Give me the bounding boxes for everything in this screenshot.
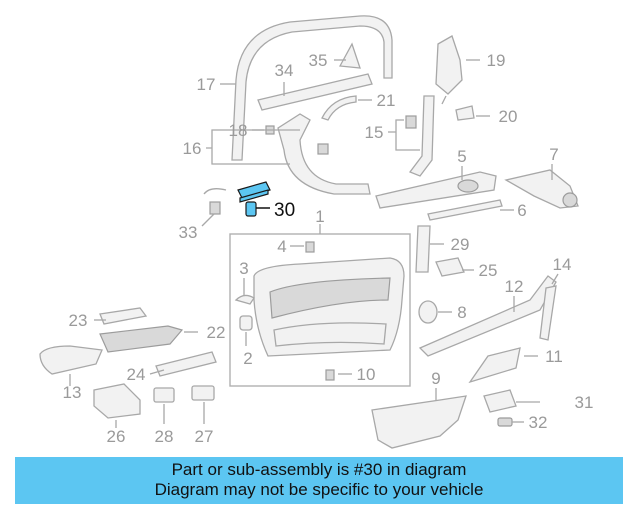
callout-27: 27 [195, 427, 214, 446]
part-14-strip [539, 285, 557, 341]
callout-5: 5 [457, 147, 466, 166]
callout-17: 17 [197, 75, 216, 94]
callout-6: 6 [517, 201, 526, 220]
part-33-connector [203, 188, 227, 215]
part-21-trim-piece [321, 95, 357, 121]
banner-line-disclaimer: Diagram may not be specific to your vehi… [154, 480, 484, 499]
callout-1: 1 [315, 207, 324, 226]
part-27-switch [191, 385, 215, 401]
callout-9: 9 [431, 369, 440, 388]
banner-line-part: Part or sub-assembly is #30 in diagram [171, 460, 467, 479]
callout-25: 25 [479, 261, 498, 280]
callout-20: 20 [499, 107, 518, 126]
part-2-bezel [239, 315, 253, 331]
part-32-clip [497, 417, 513, 427]
part-19-mirror [435, 35, 463, 105]
part-6-strip [427, 199, 503, 221]
part-34-belt-molding [257, 73, 373, 111]
part-26-window-switch [93, 383, 141, 419]
callout-11: 11 [545, 347, 563, 366]
part-20-clip [455, 105, 475, 121]
part-30-highlighted[interactable] [237, 181, 271, 217]
part-7-cover [504, 169, 579, 209]
info-banner: Part or sub-assembly is #30 in diagram D… [15, 457, 623, 504]
callout-13: 13 [63, 383, 82, 402]
callout-26: 26 [107, 427, 126, 446]
callout-15: 15 [365, 123, 384, 142]
callout-24: 24 [127, 365, 146, 384]
callout-2: 2 [243, 349, 252, 368]
leader-16 [206, 129, 300, 165]
callout-31: 31 [575, 393, 594, 412]
part-16-door-frame [265, 113, 371, 195]
callout-3: 3 [239, 259, 248, 278]
part-17-window-frame [231, 15, 393, 161]
callout-22: 22 [207, 323, 226, 342]
callout-10: 10 [357, 365, 376, 384]
callout-30[interactable]: 30 [274, 200, 295, 221]
leader-24 [149, 369, 165, 375]
leader-15 [388, 119, 420, 151]
part-12-armrest-trim [418, 275, 557, 357]
callout-33: 33 [179, 223, 198, 242]
callout-8: 8 [457, 303, 466, 322]
part-35-mirror-patch [338, 42, 361, 69]
parts-diagram: 30 1 2 3 4 5 6 7 8 9 10 11 12 13 14 15 1… [39, 15, 594, 449]
part-15-sash [405, 95, 435, 177]
part-25-switch [435, 257, 465, 277]
part-10-plug [325, 369, 335, 381]
leader-33 [201, 213, 215, 227]
callout-4: 4 [277, 237, 286, 256]
callout-12: 12 [505, 277, 524, 296]
part-13-armrest [39, 345, 103, 375]
callout-29: 29 [451, 235, 470, 254]
part-28-switch [153, 387, 175, 403]
callout-7: 7 [549, 145, 558, 164]
callout-32: 32 [529, 413, 548, 432]
callout-21: 21 [377, 91, 396, 110]
part-22-switch-panel [99, 325, 184, 353]
leader-14 [551, 273, 559, 285]
callout-34: 34 [275, 61, 294, 80]
callout-14: 14 [553, 255, 572, 274]
part-8-speaker-grille [418, 300, 438, 324]
callout-35: 35 [309, 51, 328, 70]
callout-19: 19 [487, 51, 506, 70]
part-31-switch [483, 389, 517, 413]
part-9-lower-trim [371, 395, 467, 449]
callout-18: 18 [229, 121, 248, 140]
part-24-strip [155, 351, 217, 377]
part-11-panel [468, 347, 521, 384]
callout-16: 16 [183, 139, 202, 158]
part-3-trim-clip [234, 294, 255, 305]
part-29-panel [415, 225, 431, 273]
part-23-pull-handle [99, 307, 148, 325]
part-5-handle-trim [375, 171, 497, 209]
callout-23: 23 [69, 311, 88, 330]
part-1-door-trim-panel [229, 224, 411, 387]
callout-28: 28 [155, 427, 174, 446]
